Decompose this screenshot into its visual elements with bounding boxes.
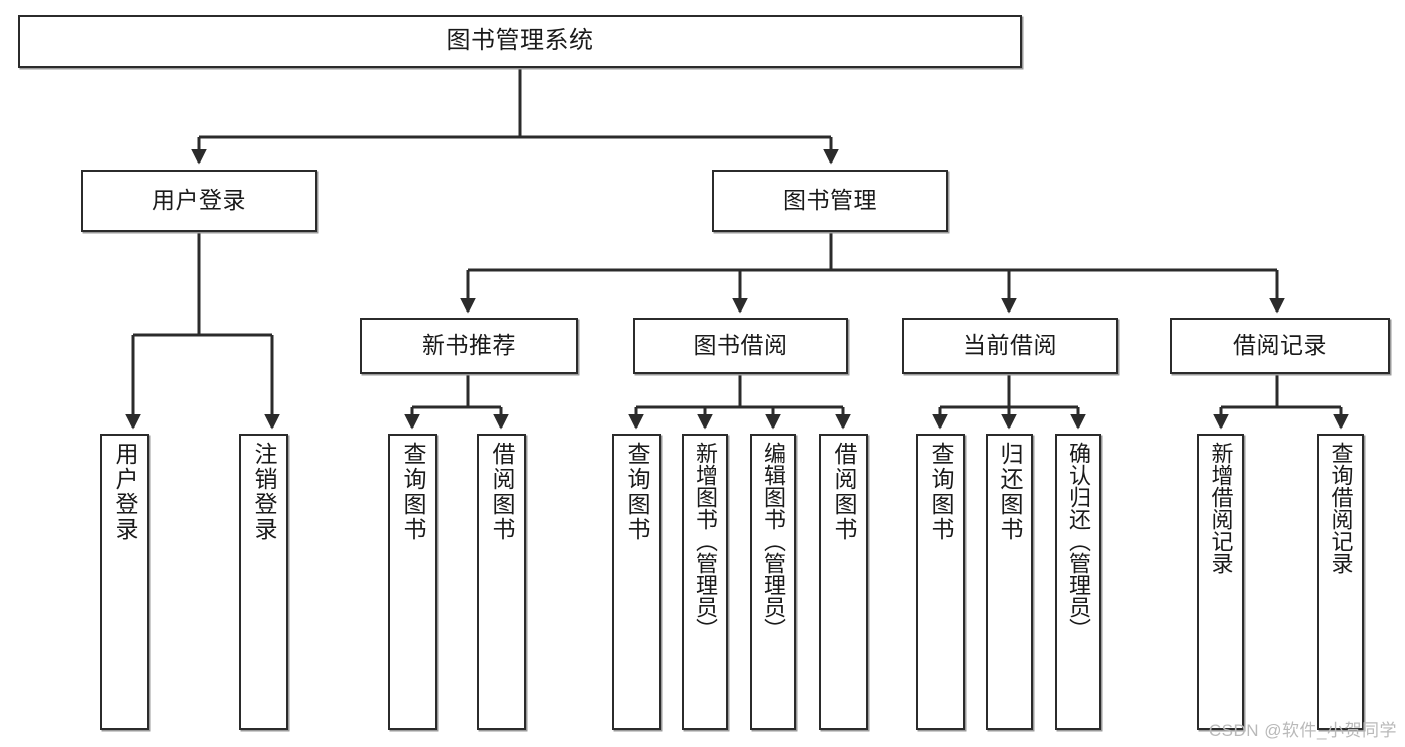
node-user-login[interactable]: 用户登录 <box>81 170 317 232</box>
leaf-query-borrow-record[interactable]: 查询借阅记录 <box>1317 434 1364 730</box>
node-label: 编辑图书（管理员） <box>761 442 786 640</box>
node-label: 新书推荐 <box>422 332 516 359</box>
node-label: 查询图书 <box>928 442 954 542</box>
node-label: 图书管理 <box>783 187 877 214</box>
node-label: 新增图书（管理员） <box>693 442 718 640</box>
csdn-watermark: CSDN @软件_小贺同学 <box>1208 721 1397 740</box>
node-root-book-management-system[interactable]: 图书管理系统 <box>18 15 1022 68</box>
node-book-management[interactable]: 图书管理 <box>712 170 948 232</box>
leaf-edit-book-admin[interactable]: 编辑图书（管理员） <box>750 434 796 730</box>
node-current-borrow[interactable]: 当前借阅 <box>902 318 1118 374</box>
leaf-borrow-book-recommend[interactable]: 借阅图书 <box>477 434 526 730</box>
leaf-borrow-book[interactable]: 借阅图书 <box>819 434 868 730</box>
node-label: 当前借阅 <box>963 332 1057 359</box>
node-borrow-record[interactable]: 借阅记录 <box>1170 318 1390 374</box>
node-label: 确认归还（管理员） <box>1066 442 1091 640</box>
node-label: 用户登录 <box>112 442 138 542</box>
node-book-borrow[interactable]: 图书借阅 <box>633 318 848 374</box>
leaf-user-login[interactable]: 用户登录 <box>100 434 149 730</box>
node-label: 图书借阅 <box>693 332 788 359</box>
leaf-query-book-current[interactable]: 查询图书 <box>916 434 965 730</box>
leaf-add-book-admin[interactable]: 新增图书（管理员） <box>682 434 728 730</box>
node-label: 用户登录 <box>152 187 246 214</box>
node-label: 注销登录 <box>251 442 277 542</box>
leaf-logout[interactable]: 注销登录 <box>239 434 288 730</box>
leaf-query-book-borrow[interactable]: 查询图书 <box>612 434 661 730</box>
leaf-add-borrow-record[interactable]: 新增借阅记录 <box>1197 434 1244 730</box>
leaf-query-book-recommend[interactable]: 查询图书 <box>388 434 437 730</box>
node-new-book-recommend[interactable]: 新书推荐 <box>360 318 578 374</box>
node-label: 查询图书 <box>400 442 426 542</box>
node-label: 图书管理系统 <box>446 27 594 55</box>
node-label: 借阅图书 <box>831 442 857 542</box>
leaf-return-book[interactable]: 归还图书 <box>986 434 1033 730</box>
node-label: 查询图书 <box>624 442 650 542</box>
node-label: 查询借阅记录 <box>1328 442 1354 574</box>
node-label: 借阅图书 <box>489 442 515 542</box>
node-label: 新增借阅记录 <box>1208 442 1234 574</box>
node-label: 借阅记录 <box>1233 332 1327 359</box>
node-label: 归还图书 <box>997 442 1023 542</box>
leaf-confirm-return-admin[interactable]: 确认归还（管理员） <box>1055 434 1101 730</box>
